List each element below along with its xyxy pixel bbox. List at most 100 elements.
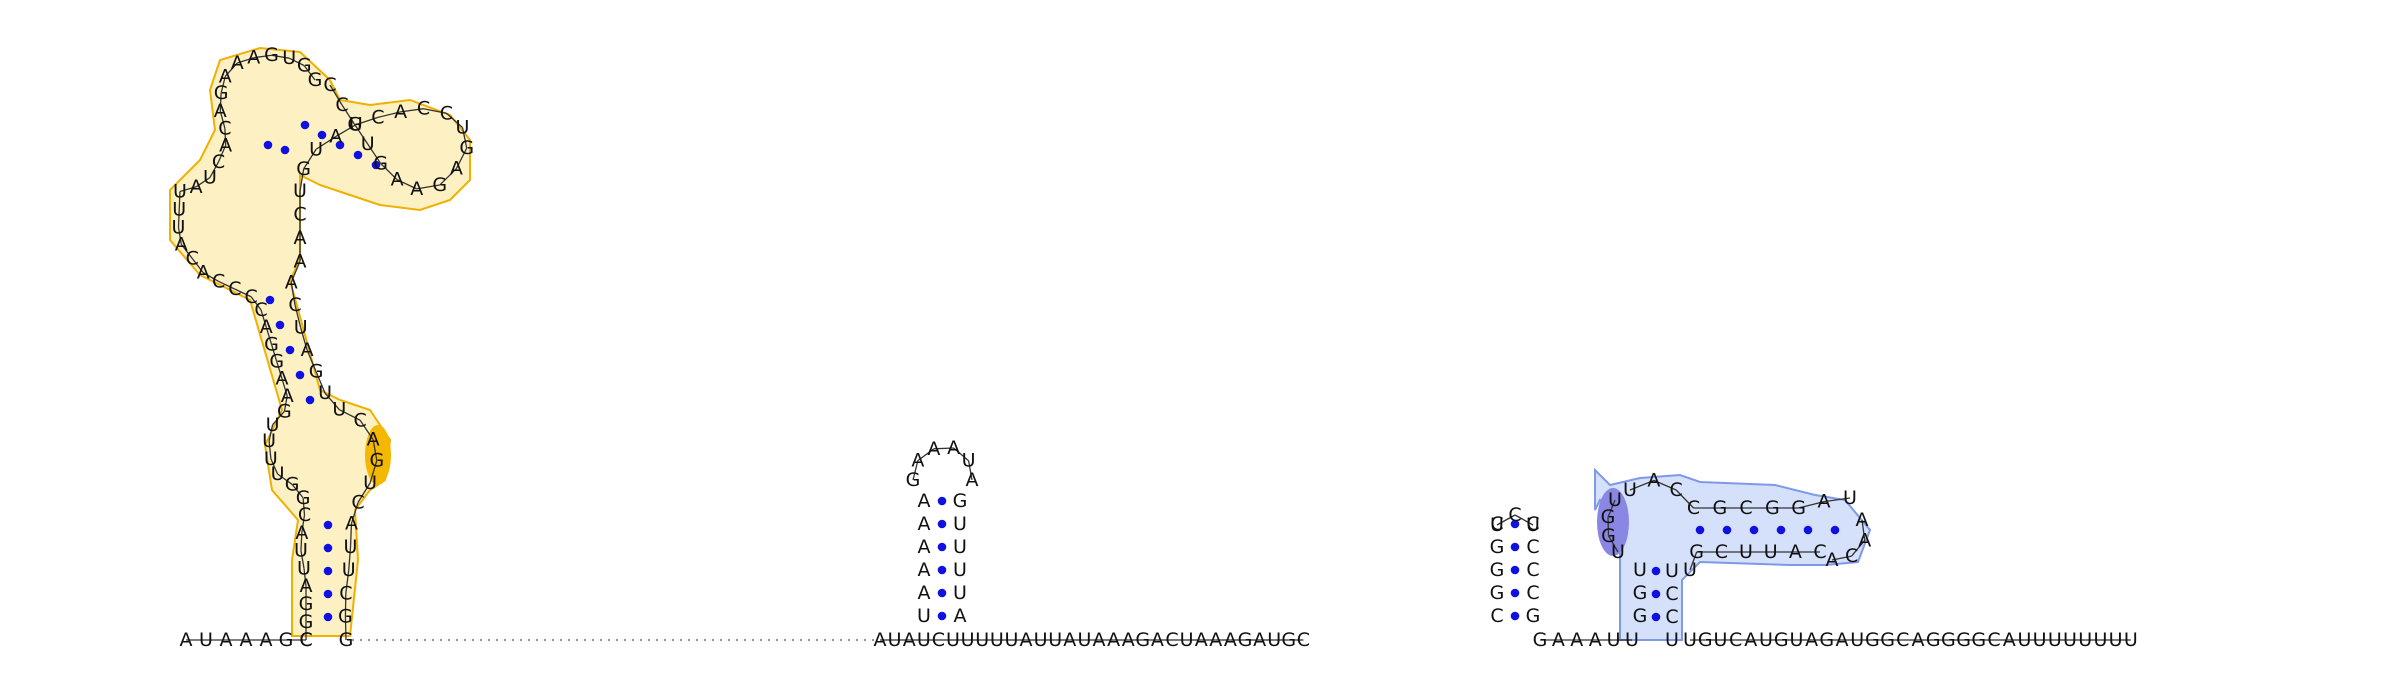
seq-3prime-5: A [1744, 629, 1757, 651]
domain2-highlight-bases-1: U [1608, 489, 1622, 511]
hairpin2-loop-link-3 [933, 447, 954, 450]
domain1-left-24: C [212, 270, 225, 292]
domain1-right-link-35 [350, 502, 359, 524]
seq-mid-10: U [1004, 629, 1018, 651]
domain2-arm-pair-1 [1695, 525, 1705, 535]
domain2-top-arm-link-9 [1823, 497, 1851, 503]
domain1-left-link-12 [268, 440, 272, 459]
seq-mid-16: A [1093, 629, 1106, 651]
domain1-left-link-39 [237, 57, 254, 64]
hairpin2-right-1: A [954, 605, 967, 627]
seq-5prime-4: A [240, 629, 253, 651]
domain1-left-link-8 [302, 497, 306, 516]
domain1-pair-14 [317, 130, 327, 140]
hairpin2-loop-link-5 [967, 460, 973, 481]
domain1-left-link-41 [271, 54, 290, 59]
hairpin3-right-2: C [1526, 582, 1539, 604]
seq-3prime-13: G [1865, 629, 1880, 651]
seq-3prime-25: U [2048, 629, 2062, 651]
domain1-left-link-29 [178, 191, 181, 210]
domain1-pair-12 [280, 145, 290, 155]
seq-after-hp3-2: A [1552, 629, 1565, 651]
seq-3prime-10: G [1819, 629, 1834, 651]
seq-mid-19: G [1135, 629, 1150, 651]
domain1-left-30: U [173, 181, 187, 203]
domain1-left-14: U [266, 414, 280, 436]
seq-mid-3: A [903, 629, 916, 651]
domain1-left-link-43 [303, 65, 316, 81]
domain1-left-link-38 [224, 62, 238, 77]
domain1-left-19: G [264, 333, 279, 355]
domain1-right-5: G [373, 152, 388, 174]
domain1-right-link-13 [400, 108, 424, 113]
hairpin2-left-1: U [917, 605, 931, 627]
domain1-left-link-21 [250, 296, 262, 311]
domain1-right-link-7 [416, 184, 440, 190]
domain1-right-41: G [339, 629, 354, 651]
domain1-right-link-4 [367, 143, 382, 164]
domain1-right-36: A [345, 513, 358, 535]
domain2-right-4: U [1665, 560, 1679, 582]
domain1-left-link-16 [281, 378, 288, 397]
domain1-right-23: A [294, 250, 307, 272]
domain1-region [169, 46, 471, 637]
domain1-right-34: U [363, 472, 377, 494]
domain2-top-arm-9: A [1818, 491, 1831, 513]
domain1-left-13: U [262, 430, 276, 452]
seq-after-hp3-3: A [1570, 629, 1583, 651]
domain1-right-link-37 [348, 546, 352, 571]
domain2-arm-pair-2 [1722, 525, 1732, 535]
domain1-left-15: G [277, 400, 292, 422]
domain1-right-22: A [294, 227, 307, 249]
domain1-left-36: A [214, 100, 227, 122]
domain1-left-7: A [295, 522, 308, 544]
domain1-right-40: G [338, 606, 353, 628]
domain1-right-2: C [335, 94, 348, 116]
domain1-right-33: G [369, 449, 384, 471]
domain1-right-14: A [394, 101, 407, 123]
domain1-left-33: C [212, 151, 225, 173]
seq-mid-29: G [1281, 629, 1296, 651]
hairpin2-pair-1 [937, 611, 947, 621]
hairpin2-right-4: U [953, 536, 967, 558]
domain2-highlight-bases-3: G [1601, 525, 1616, 547]
seq-mid-14: A [1063, 629, 1076, 651]
domain2-top-arm-3: C [1670, 479, 1683, 501]
domain1-right-link-34 [357, 482, 371, 503]
domain1-left-40: A [247, 47, 260, 69]
domain1-right-1: C [323, 74, 336, 96]
domain1-highlight [365, 425, 391, 485]
domain1-right-32: A [367, 429, 380, 451]
hairpin3-pair-4 [1510, 542, 1520, 552]
domain1-left-link-37 [220, 76, 226, 94]
seq-3prime-8: U [1789, 629, 1803, 651]
seq-mid-4: U [917, 629, 931, 651]
domain2-top-arm-7: G [1765, 497, 1780, 519]
seq-3prime-11: A [1836, 629, 1849, 651]
domain2-highlight-bases-link-1 [1607, 499, 1616, 518]
hairpin3-left-3: G [1490, 559, 1505, 581]
domain1-left-link-13 [268, 424, 274, 442]
domain1-right-link-14 [377, 111, 401, 118]
domain1-right-link-6 [396, 179, 417, 190]
domain2-bottom-arm-1: C [1813, 541, 1826, 563]
domain1-right-link-18 [303, 148, 317, 170]
domain1-left-20: A [260, 316, 273, 338]
hairpin3-pair-2 [1510, 588, 1520, 598]
domain1-left-18: G [269, 351, 284, 373]
domain1-left-16: A [281, 385, 294, 407]
seq-3prime-6: U [1759, 629, 1773, 651]
domain2-loop-link-1 [1861, 519, 1866, 541]
hairpin3-loop-link-1 [1496, 514, 1516, 526]
domain1-right-link-23 [290, 261, 301, 283]
domain1-right-15: C [371, 106, 384, 128]
domain1-pair-13 [300, 120, 310, 130]
domain2-loop-3: C [1845, 545, 1858, 567]
hairpin3-pair-3 [1510, 565, 1520, 575]
domain2-stem-pair-2 [1651, 589, 1661, 599]
domain1-right-38: U [342, 559, 356, 581]
seq-3prime-24: U [2033, 629, 2047, 651]
domain2-bottom-arm-6: G [1689, 541, 1704, 563]
domain2-left-1: G [1633, 605, 1648, 627]
seq-3prime-23: U [2017, 629, 2031, 651]
